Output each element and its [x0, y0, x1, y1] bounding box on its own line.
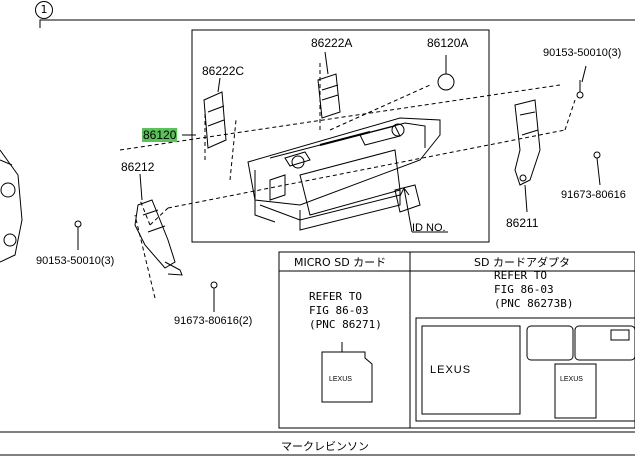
sd-adapter-ref-line2[interactable]: FIG 86-03 — [494, 283, 554, 296]
sd-adapter-ref-line3[interactable]: (PNC 86273B) — [494, 297, 574, 310]
knob-86120a — [437, 73, 455, 91]
bolt-top-right — [576, 65, 587, 99]
label-screw-bottom[interactable]: 91673-80616(2) — [174, 315, 253, 327]
assembly-box — [191, 29, 490, 243]
lexus-logo-sdcard: LEXUS — [560, 376, 583, 383]
label-screw-right[interactable]: 91673-80616 — [561, 189, 626, 201]
clip-86222a — [317, 51, 341, 119]
label-bolt-top-right[interactable]: 90153-50010(3) — [543, 47, 622, 59]
lexus-logo-microsd: LEXUS — [329, 376, 352, 383]
card-box-outer — [278, 251, 635, 429]
label-86222a[interactable]: 86222A — [311, 36, 353, 50]
label-86222c[interactable]: 86222C — [202, 64, 245, 78]
label-86120a[interactable]: 86120A — [427, 36, 469, 50]
sd-adapter-title: SD カードアダプタ — [474, 256, 570, 269]
bracket-86211 — [514, 99, 541, 213]
lexus-logo-adapter: LEXUS — [430, 364, 472, 376]
micro-sd-card — [321, 342, 373, 403]
screw-bottom — [210, 281, 218, 312]
label-86120[interactable]: 86120 — [142, 128, 178, 142]
group-number: 1 — [35, 1, 53, 19]
bolt-left — [74, 220, 82, 250]
label-bolt-left[interactable]: 90153-50010(3) — [36, 255, 115, 267]
screw-right — [593, 151, 601, 186]
sd-adapter-ref-line1: REFER TO — [494, 269, 547, 282]
micro-sd-ref-line2[interactable]: FIG 86-03 — [309, 304, 369, 317]
head-unit — [247, 117, 441, 231]
clip-86222c — [203, 77, 227, 149]
micro-sd-ref-line1: REFER TO — [309, 290, 362, 303]
label-86211[interactable]: 86211 — [506, 216, 539, 230]
label-86212[interactable]: 86212 — [121, 160, 155, 174]
sd-adapter-box — [415, 317, 635, 422]
group-frame — [39, 19, 635, 28]
micro-sd-title: MICRO SD カード — [294, 256, 387, 269]
label-id-no: ID NO. — [412, 222, 446, 234]
side-assembly — [0, 149, 23, 263]
id-leader — [403, 187, 413, 233]
bracket-86212 — [134, 173, 183, 276]
footer-label: マークレビンソン — [281, 441, 369, 453]
micro-sd-ref-line3[interactable]: (PNC 86271) — [309, 318, 382, 331]
